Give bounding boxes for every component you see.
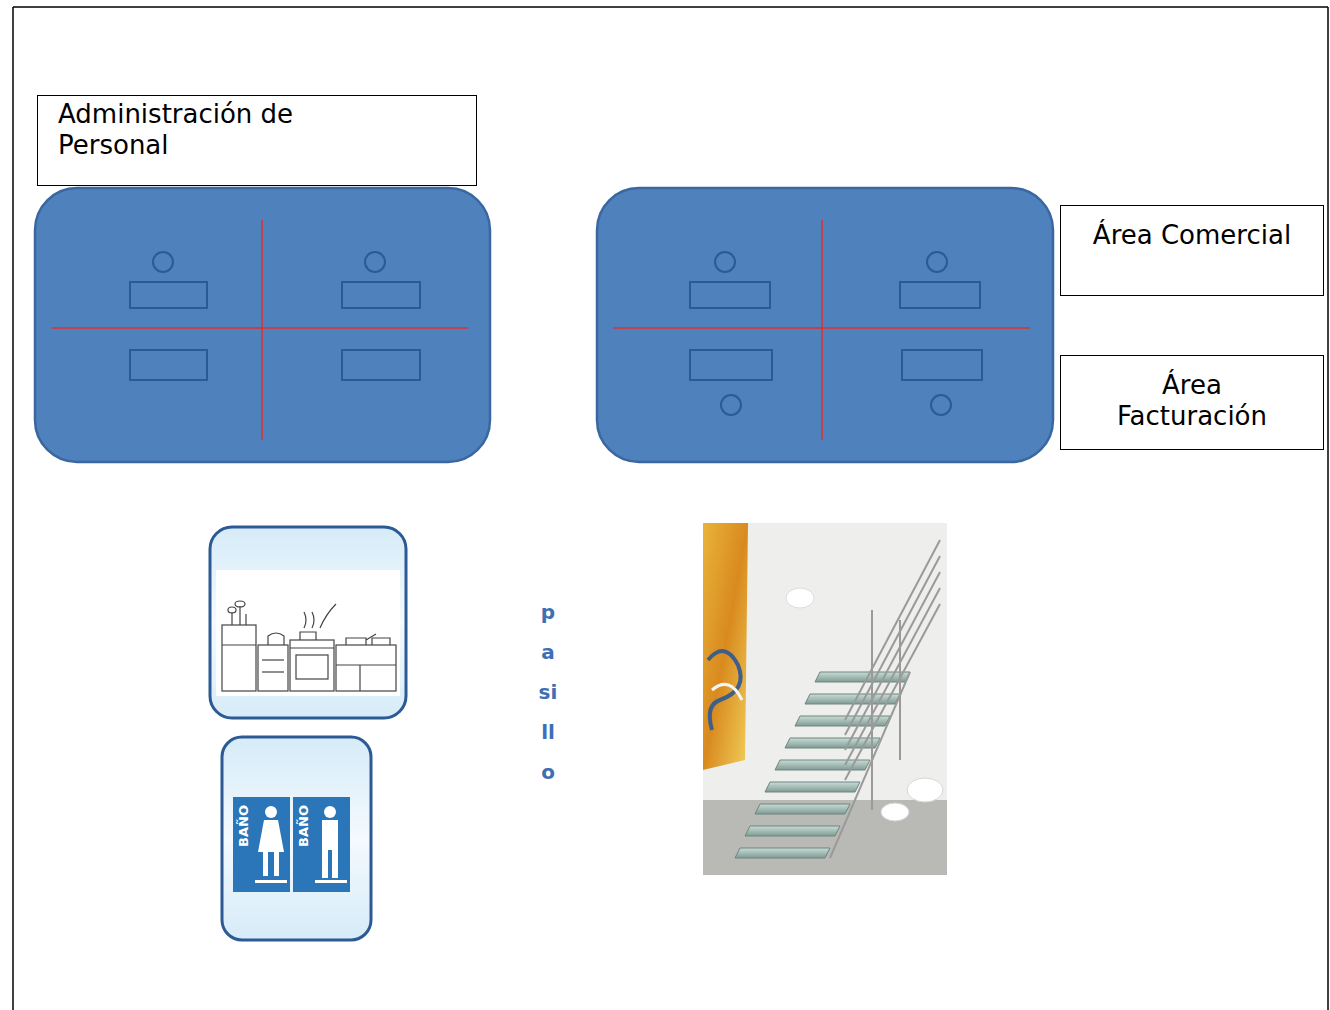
area-label-box: Área Comercial bbox=[1060, 205, 1324, 296]
sign-text: BAÑO bbox=[297, 805, 310, 847]
area-label-box: Administración de Personal bbox=[37, 95, 477, 186]
page-frame bbox=[13, 7, 1328, 1010]
bathroom-room bbox=[222, 737, 371, 940]
area-name: Área Facturación bbox=[1092, 370, 1292, 432]
area-name: Administración de Personal bbox=[58, 99, 398, 161]
corridor-label: pasillo bbox=[538, 592, 558, 792]
sign-text: BAÑO bbox=[237, 805, 250, 847]
office-block bbox=[35, 188, 490, 462]
area-name: Área Comercial bbox=[1092, 220, 1292, 251]
kitchen-room bbox=[210, 527, 406, 718]
staircase-picture bbox=[703, 523, 947, 875]
area-label-box: Área Facturación bbox=[1060, 355, 1324, 450]
office-block bbox=[597, 188, 1053, 462]
